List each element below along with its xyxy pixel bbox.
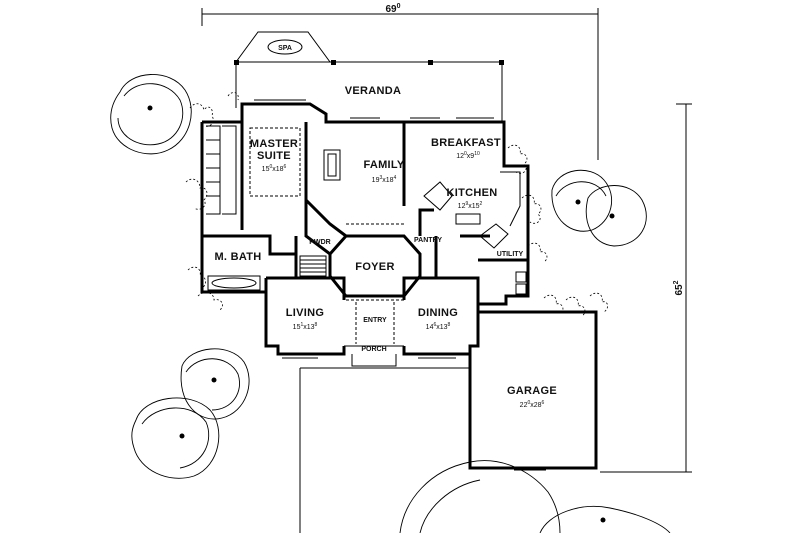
family-label: FAMILY (363, 159, 404, 171)
entry-label: ENTRY (363, 317, 387, 324)
dining-size: 146x138 (426, 322, 451, 331)
foyer-label: FOYER (355, 261, 394, 273)
living-label: LIVING (286, 307, 324, 319)
utility-label: UTILITY (497, 251, 524, 258)
tree-right (551, 169, 647, 247)
spa: SPA (235, 31, 331, 63)
dining-label: DINING (418, 307, 458, 319)
shrubs (185, 92, 608, 317)
master-bath-label: M. BATH (214, 251, 261, 263)
kitchen-size: 129x152 (458, 201, 483, 210)
garage-size: 220x286 (520, 400, 545, 409)
kitchen-label: KITCHEN (447, 187, 498, 199)
breakfast-size: 120x910 (456, 151, 480, 160)
room-kitchen: KITCHEN 129x152 (447, 187, 498, 210)
veranda: VERANDA (234, 60, 504, 122)
room-garage: GARAGE 220x286 (507, 385, 557, 409)
master-suite-label-line1: MASTER (250, 138, 298, 150)
room-breakfast: BREAKFAST 120x910 (431, 137, 501, 160)
interior-details (206, 99, 546, 533)
master-suite-label-line2: SUITE (257, 150, 291, 162)
veranda-label: VERANDA (345, 85, 402, 97)
tree-top-left (110, 74, 192, 155)
breakfast-label: BREAKFAST (431, 137, 501, 149)
width-dimension: 690 (201, 3, 599, 160)
width-label: 690 (385, 3, 400, 15)
house-walls (200, 102, 598, 470)
spa-label: SPA (278, 45, 292, 52)
living-size: 151x138 (293, 322, 318, 331)
powder-label: PWDR (309, 239, 330, 246)
room-family: FAMILY 193x184 (363, 159, 404, 184)
depth-dimension: 652 (600, 103, 692, 473)
master-suite-size: 150x186 (262, 164, 287, 173)
porch-label: PORCH (361, 346, 386, 353)
tree-bottom-right (399, 460, 671, 533)
family-size: 193x184 (372, 175, 397, 184)
pantry-label: PANTRY (414, 237, 442, 244)
tree-bottom-left (131, 348, 250, 479)
room-master-suite: MASTER SUITE 150x186 (250, 138, 298, 173)
garage-label: GARAGE (507, 385, 557, 397)
room-living: LIVING 151x138 (286, 307, 324, 331)
room-dining: DINING 146x138 (418, 307, 458, 331)
depth-label: 652 (673, 280, 685, 295)
